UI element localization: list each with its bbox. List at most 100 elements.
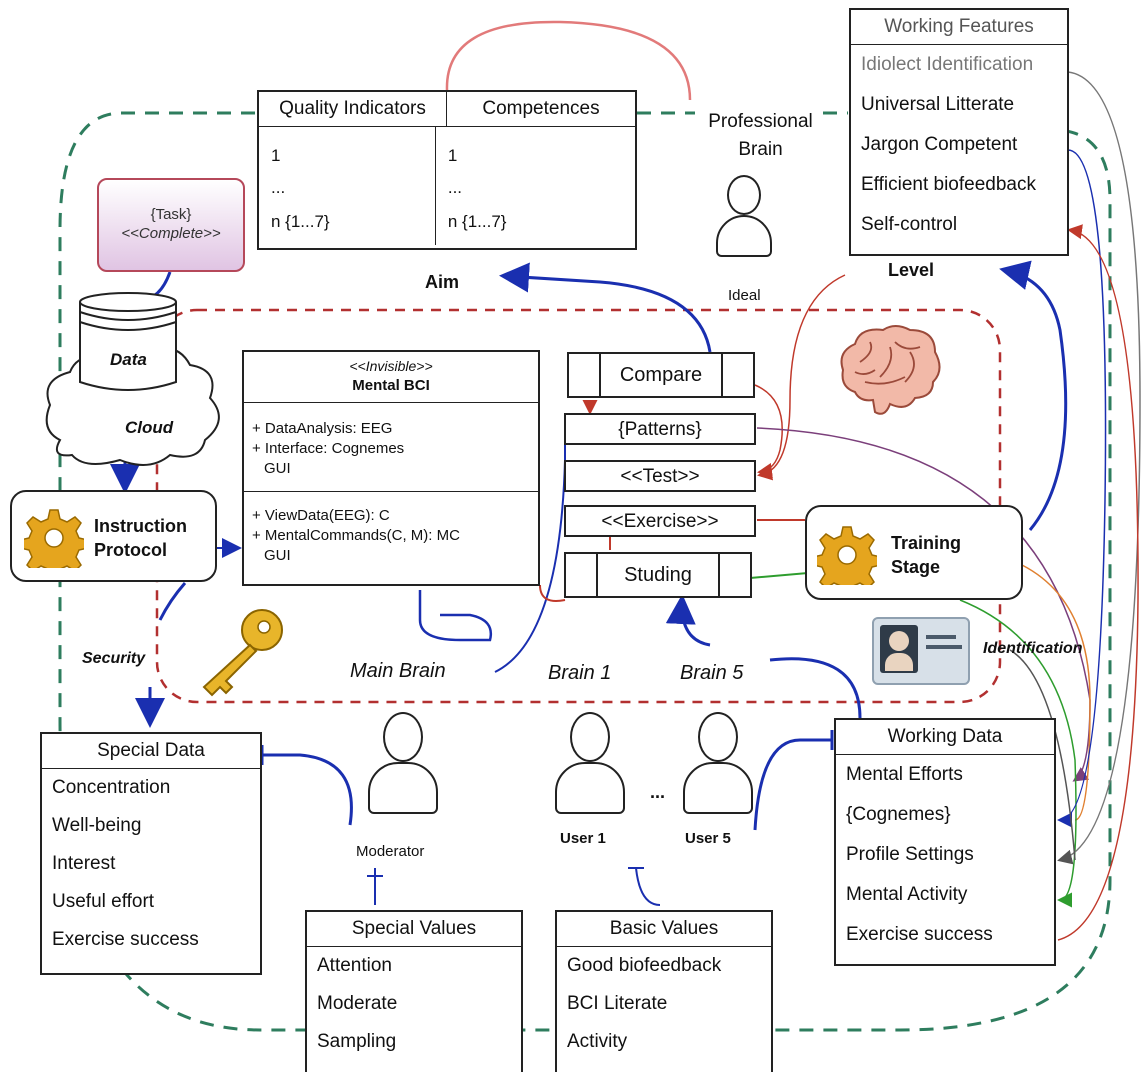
id-card-icon (872, 617, 970, 685)
working-features-title: Working Features (851, 10, 1067, 45)
level-to-test (757, 274, 846, 481)
brain-icon (840, 325, 941, 415)
bci-to-studing (539, 584, 566, 602)
special-data-item: Interest (52, 853, 116, 874)
working-data-item: {Cognemes} (846, 804, 951, 825)
competences-header: Competences (482, 98, 600, 119)
bci-attribute: + DataAnalysis: EEG (252, 420, 393, 437)
feature-item: Universal Litterate (861, 94, 1015, 115)
success-to-selfcontrol (1057, 224, 1139, 941)
moderator-to-specialdata (262, 753, 353, 826)
feature-item: Self-control (861, 214, 958, 235)
basic-values-title: Basic Values (557, 912, 771, 947)
bci-title: Mental BCI (352, 377, 430, 394)
task-stereotype: <<Complete>> (121, 225, 221, 242)
basic-values-item: Activity (567, 1031, 628, 1052)
special-data-item: Exercise success (52, 929, 199, 950)
protocol-line: Protocol (94, 540, 168, 560)
data-label: Data (110, 350, 147, 369)
outer-boundary (58, 111, 1112, 1032)
professional-brain-label: Professional Brain (693, 108, 828, 164)
bci-operation: GUI (264, 547, 291, 564)
moderator-person-icon (368, 712, 438, 822)
studing-to-training (749, 572, 809, 579)
compare-process: Compare (567, 352, 755, 398)
stage-line: Stage (891, 557, 941, 577)
user-ellipsis: ... (650, 782, 666, 802)
patterns-box: {Patterns} (564, 413, 756, 445)
jargon-to-cognemes (1057, 149, 1107, 828)
idiolect-to-profile (1057, 71, 1141, 865)
user5-label: User 5 (685, 830, 731, 847)
quality-row: n {1...7} (271, 212, 330, 231)
compare-to-test (754, 384, 783, 478)
bci-operation: + MentalCommands(C, M): MC (252, 527, 460, 544)
working-data-item: Exercise success (846, 924, 993, 945)
special-values-table: Special Values Attention Moderate Sampli… (305, 910, 523, 1072)
feature-item: Efficient biofeedback (861, 174, 1036, 195)
bci-attribute: GUI (264, 460, 291, 477)
bci-loop (418, 590, 493, 642)
special-data-item: Well-being (52, 815, 142, 836)
bci-attribute: + Interface: Cognemes (252, 440, 405, 457)
bci-operation: + ViewData(EEG): C (252, 507, 390, 524)
pink-arc (445, 20, 692, 101)
working-features-table: Working Features Idiolect Identification… (849, 8, 1069, 256)
working-data-title: Working Data (836, 720, 1054, 755)
user5-person-icon (683, 712, 753, 822)
brain1-label: Brain 1 (548, 662, 612, 684)
cloud-label: Cloud (125, 418, 174, 437)
training-to-activity (959, 599, 1077, 908)
mental-bci-class: <<Invisible>> Mental BCI + DataAnalysis:… (242, 350, 540, 586)
professional-line: Professional (708, 111, 813, 132)
special-values-item: Moderate (317, 993, 398, 1014)
key-icon (202, 609, 283, 697)
working-data-item: Profile Settings (846, 844, 974, 865)
special-values-item: Attention (317, 955, 392, 976)
quality-row: 1 (271, 146, 281, 165)
user1-to-basicvalues (635, 867, 661, 906)
patterns-to-workingdata (756, 427, 1091, 782)
security-arrow (158, 582, 187, 621)
gear-icon (817, 526, 877, 585)
special-data-title: Special Data (42, 734, 260, 769)
basic-values-item: BCI Literate (567, 993, 668, 1014)
data-cylinder (79, 292, 177, 391)
brain5-label: Brain 5 (680, 662, 744, 684)
task-box: {Task} <<Complete>> (97, 178, 245, 272)
training-line: Training (891, 533, 962, 553)
test-box: <<Test>> (564, 460, 756, 492)
aim-label: Aim (425, 272, 460, 292)
instruction-protocol-box: Instruction Protocol (10, 490, 217, 582)
bci-stereotype: <<Invisible>> (349, 358, 433, 374)
brain5-to-workingdata (769, 657, 862, 719)
level-label: Level (888, 260, 935, 280)
exercise-label: <<Exercise>> (601, 511, 719, 532)
identification-line (1009, 649, 1076, 861)
patterns-label: {Patterns} (618, 419, 702, 440)
competences-row: n {1...7} (447, 212, 507, 231)
quality-row: ... (271, 178, 286, 197)
test-label: <<Test>> (620, 466, 700, 487)
training-orange (1021, 564, 1091, 821)
moderator-label: Moderator (356, 843, 425, 860)
training-stage-box: Training Stage (805, 505, 1023, 600)
special-data-item: Concentration (52, 777, 171, 798)
working-data-table: Working Data Mental Efforts {Cognemes} P… (834, 718, 1056, 966)
exercise-box: <<Exercise>> (564, 505, 756, 537)
mainbrain-curve (494, 440, 566, 673)
studing-process: Studing (564, 552, 752, 598)
working-data-item: Mental Activity (846, 884, 968, 905)
aim-arrow (499, 262, 712, 353)
feature-item: Jargon Competent (861, 134, 1018, 155)
special-values-item: Sampling (317, 1031, 397, 1052)
basic-values-table: Basic Values Good biofeedback BCI Litera… (555, 910, 773, 1072)
user1-person-icon (555, 712, 625, 822)
quality-indicators-header: Quality Indicators (259, 92, 447, 126)
brain5-to-studing (665, 594, 711, 647)
compare-label: Compare (619, 364, 703, 386)
identification-label: Identification (983, 640, 1083, 657)
basic-values-item: Good biofeedback (567, 955, 722, 976)
studing-label: Studing (624, 564, 692, 586)
